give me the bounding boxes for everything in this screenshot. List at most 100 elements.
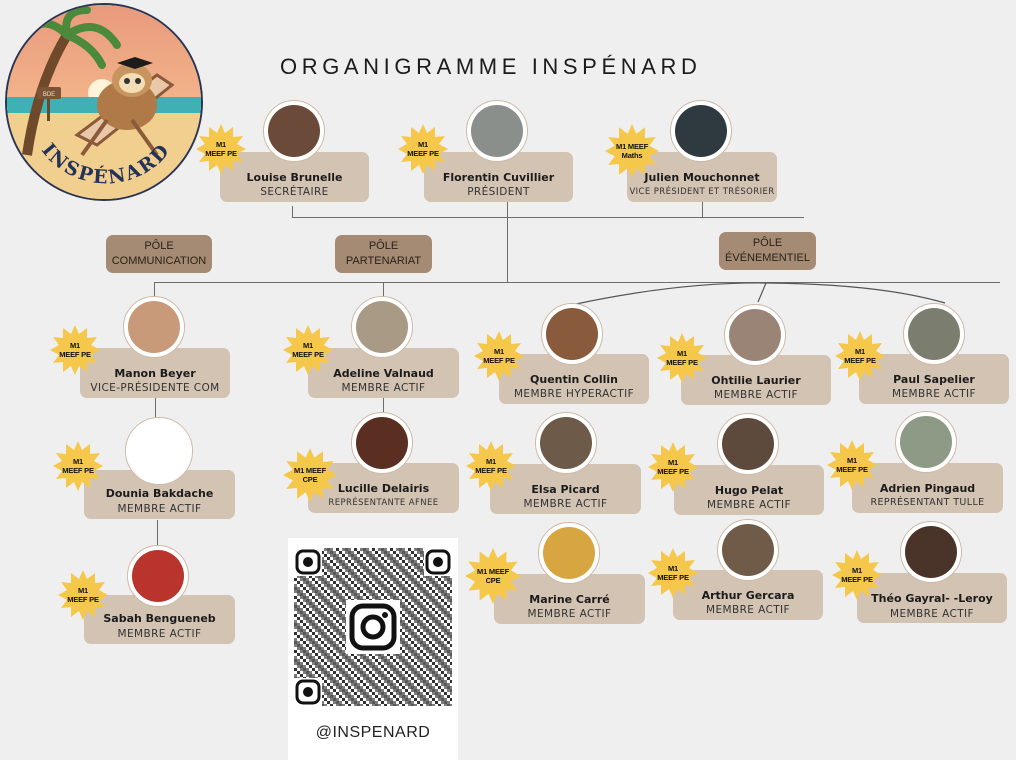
pole-label: PÔLE — [144, 240, 174, 252]
avatar — [900, 521, 962, 583]
member-name: Sabah Bengueneb — [103, 612, 216, 625]
photo — [540, 417, 592, 469]
page-title: ORGANIGRAMME INSPÉNARD — [280, 54, 702, 79]
avatar — [535, 412, 597, 474]
connector-line — [154, 282, 1000, 283]
member-name: Lucille Delairis — [337, 482, 430, 495]
pole-evenementiel: PÔLE ÉVÉNEMENTIEL — [719, 232, 816, 270]
badge-line: MEEF PE — [205, 149, 237, 158]
avatar — [123, 296, 185, 358]
badge-line: M1 — [667, 564, 679, 573]
pole-label: PÔLE — [368, 240, 399, 252]
member-role: REPRÉSENTANT TULLE — [870, 497, 985, 508]
pole-label: ÉVÉNEMENTIEL — [725, 252, 810, 264]
member-role: VICE-PRÉSIDENTE COM — [90, 382, 220, 394]
badge-line: MEEF PE — [59, 350, 91, 359]
photo — [128, 301, 180, 353]
member-name: Quentin Collin — [530, 373, 618, 386]
avatar — [724, 304, 786, 366]
instagram-icon — [349, 603, 397, 651]
photo — [543, 527, 595, 579]
badge-line: M1 — [215, 140, 227, 149]
badge-line: M1 — [485, 457, 497, 466]
sloth-beach-logo-icon: BDE INSPÉNARD — [7, 5, 201, 199]
instagram-qr-card[interactable]: @INSPENARD — [288, 538, 458, 760]
pole-label: PARTENARIAT — [345, 255, 422, 267]
badge-line: MEEF PE — [844, 356, 876, 365]
avatar — [466, 100, 528, 162]
photo — [722, 418, 774, 470]
evenementiel-connector-curves — [575, 282, 946, 305]
badge-line: M1 — [77, 586, 89, 595]
member-name: Manon Beyer — [114, 367, 196, 380]
badge-line: MEEF PE — [407, 149, 439, 158]
badge-line: MEEF PE — [836, 465, 868, 474]
member-name: Marine Carré — [529, 593, 610, 606]
badge-line: MEEF PE — [657, 467, 689, 476]
connector-line — [157, 520, 158, 546]
avatar — [717, 413, 779, 475]
connector-line — [702, 202, 703, 217]
member-role: MEMBRE ACTIF — [527, 608, 612, 620]
badge-line: CPE — [302, 475, 318, 484]
photo — [905, 526, 957, 578]
member-role: PRÉSIDENT — [467, 186, 530, 198]
photo — [729, 309, 781, 361]
avatar — [541, 303, 603, 365]
badge-line: M1 — [69, 341, 81, 350]
member-name: Louise Brunelle — [246, 171, 343, 184]
badge-line: M1 — [493, 347, 505, 356]
member-name: Hugo Pelat — [714, 484, 784, 497]
badge-line: MEEF PE — [475, 466, 507, 475]
instagram-handle[interactable]: @INSPENARD — [315, 724, 431, 741]
member-name: Julien Mouchonnet — [644, 171, 760, 184]
badge-line: M1 MEEF — [616, 142, 648, 151]
photo — [908, 308, 960, 360]
member-name: Adeline Valnaud — [333, 367, 434, 380]
photo — [722, 524, 774, 576]
qr-code-icon[interactable] — [294, 548, 452, 706]
avatar — [903, 303, 965, 365]
photo — [546, 308, 598, 360]
member-role: MEMBRE ACTIF — [706, 604, 790, 616]
photo — [356, 301, 408, 353]
connector-line — [383, 282, 384, 298]
badge-line: M1 — [72, 457, 84, 466]
inspenard-logo: BDE INSPÉNARD — [5, 3, 203, 201]
badge-line: MEEF PE — [657, 573, 689, 582]
member-role: MEMBRE ACTIF — [714, 389, 798, 401]
badge-line: M1 MEEF — [294, 466, 326, 475]
member-name: Elsa Picard — [531, 483, 600, 496]
badge-line: M1 — [417, 140, 429, 149]
photo — [471, 105, 523, 157]
connector-line — [154, 282, 155, 300]
member-role: MEMBRE ACTIF — [341, 382, 426, 394]
pole-partenariat: PÔLE PARTENARIAT — [335, 235, 432, 273]
avatar — [125, 417, 193, 485]
photo — [268, 105, 320, 157]
avatar — [717, 519, 779, 581]
badge-line: MEEF PE — [666, 358, 698, 367]
member-role: MEMBRE ACTIF — [117, 503, 202, 515]
badge-line: MEEF PE — [67, 595, 99, 604]
avatar — [127, 545, 189, 607]
member-role: MEMBRE ACTIF — [890, 608, 974, 620]
photo — [126, 418, 192, 484]
badge-line: M1 — [851, 566, 863, 575]
photo — [356, 417, 408, 469]
badge-line: MEEF PE — [841, 575, 873, 584]
avatar — [351, 296, 413, 358]
badge-line: M1 — [667, 458, 679, 467]
member-role: MEMBRE HYPERACTIF — [513, 388, 635, 400]
